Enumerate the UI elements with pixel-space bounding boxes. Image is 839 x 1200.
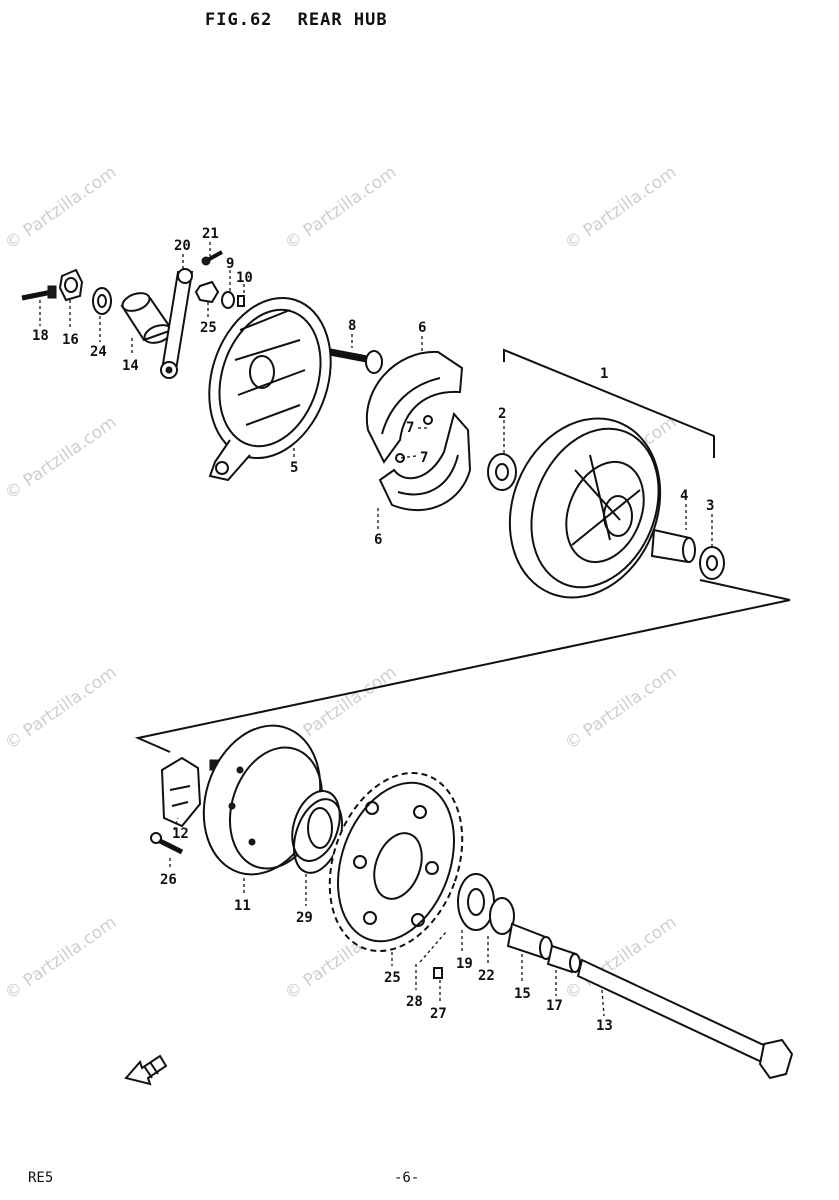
part-15-collar bbox=[506, 922, 553, 960]
callout-9: 9 bbox=[226, 256, 234, 272]
callout-1: 1 bbox=[600, 366, 608, 382]
callout-labels: 18 16 24 14 20 21 25 9 10 5 8 6 6 7 7 1 … bbox=[32, 226, 714, 1034]
watermark: © Partzilla.com bbox=[1, 662, 120, 754]
callout-29: 29 bbox=[296, 910, 313, 926]
part-19-bearing bbox=[457, 873, 495, 931]
callout-8: 8 bbox=[348, 318, 356, 334]
part-27-nut bbox=[433, 967, 443, 979]
watermark: © Partzilla.com bbox=[561, 162, 680, 254]
part-12-damper bbox=[160, 756, 219, 828]
callout-7-bottom: 7 bbox=[420, 450, 428, 466]
part-28-bolt bbox=[419, 931, 447, 963]
part-6-brake-shoes bbox=[365, 350, 472, 511]
figure-title: FIG.62 REAR HUB bbox=[205, 10, 402, 30]
part-10-pin bbox=[237, 295, 245, 307]
callout-22: 22 bbox=[478, 968, 495, 984]
watermark: © Partzilla.com bbox=[1, 912, 120, 1004]
callout-19: 19 bbox=[456, 956, 473, 972]
part-17-collar bbox=[546, 944, 581, 974]
part-22-spacer bbox=[489, 897, 515, 935]
part-25-nut bbox=[194, 280, 220, 304]
callout-25: 25 bbox=[200, 320, 217, 336]
part-20-torque-link bbox=[160, 268, 194, 379]
watermark: © Partzilla.com bbox=[1, 162, 120, 254]
part-18-bolt bbox=[21, 285, 57, 301]
callout-13: 13 bbox=[596, 1018, 613, 1034]
callout-27: 27 bbox=[430, 1006, 447, 1022]
part-3-seal bbox=[699, 546, 725, 580]
callout-18: 18 bbox=[32, 328, 49, 344]
part-24-washer bbox=[92, 287, 112, 315]
assembly-lines bbox=[134, 348, 791, 753]
callout-21: 21 bbox=[202, 226, 219, 242]
callout-2: 2 bbox=[498, 406, 506, 422]
callout-15: 15 bbox=[514, 986, 531, 1002]
model-code: RE5 bbox=[28, 1170, 54, 1186]
watermark: © Partzilla.com bbox=[561, 662, 680, 754]
part-21-bolt bbox=[201, 250, 223, 266]
part-1-hub-assembly bbox=[508, 417, 662, 599]
callout-26: 26 bbox=[160, 872, 177, 888]
callout-4: 4 bbox=[680, 488, 688, 504]
figure-number: FIG.62 bbox=[205, 10, 273, 30]
callout-16: 16 bbox=[62, 332, 79, 348]
callout-20: 20 bbox=[174, 238, 191, 254]
figure-name: REAR HUB bbox=[297, 10, 388, 30]
part-8-brake-cam bbox=[329, 348, 383, 374]
callout-12: 12 bbox=[172, 826, 189, 842]
part-16-nut bbox=[58, 268, 84, 302]
part-9-washer bbox=[221, 291, 235, 309]
part-13-axle bbox=[576, 958, 794, 1080]
part-rear-sprocket bbox=[328, 771, 464, 953]
callout-28: 28 bbox=[406, 994, 423, 1010]
watermark: © Partzilla.com bbox=[281, 162, 400, 254]
callout-7-top: 7 bbox=[406, 420, 414, 436]
callout-3: 3 bbox=[706, 498, 714, 514]
part-5-brake-panel bbox=[208, 296, 332, 482]
part-14-spacer bbox=[120, 292, 174, 344]
page-number: -6- bbox=[394, 1170, 420, 1186]
callout-6-top: 6 bbox=[418, 320, 426, 336]
leader-lines bbox=[39, 242, 713, 1017]
front-arrow-icon bbox=[124, 1054, 168, 1086]
part-26-bolt bbox=[150, 832, 184, 855]
callout-14: 14 bbox=[122, 358, 139, 374]
watermark: © Partzilla.com bbox=[1, 412, 120, 504]
callout-25-sprocket: 25 bbox=[384, 970, 401, 986]
callout-10: 10 bbox=[236, 270, 253, 286]
callout-6-bottom: 6 bbox=[374, 532, 382, 548]
part-2-seal bbox=[487, 453, 517, 491]
callout-11: 11 bbox=[234, 898, 251, 914]
part-4-spacer bbox=[650, 528, 696, 564]
callout-24: 24 bbox=[90, 344, 107, 360]
part-11-sprocket-carrier bbox=[202, 724, 341, 876]
callout-17: 17 bbox=[546, 998, 563, 1014]
callout-5: 5 bbox=[290, 460, 298, 476]
